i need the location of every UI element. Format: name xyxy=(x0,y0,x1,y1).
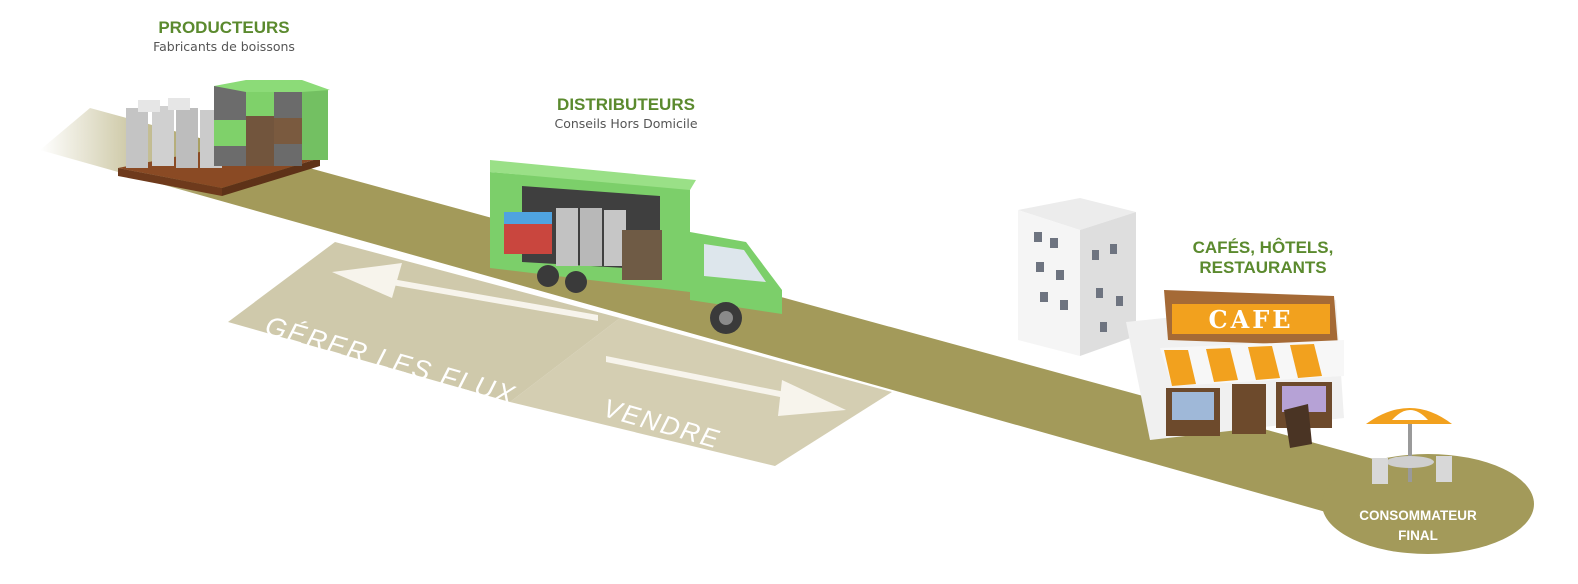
distributors-subtitle: Conseils Hors Domicile xyxy=(554,116,698,131)
manage-arrow xyxy=(332,263,598,321)
producers-subtitle: Fabricants de boissons xyxy=(153,39,295,54)
sell-arrow xyxy=(606,356,846,416)
distributors-title: DISTRIBUTEURS xyxy=(557,95,695,114)
producers-title: PRODUCTEURS xyxy=(158,18,290,37)
building-icon xyxy=(1018,198,1136,356)
sell-flow-panel xyxy=(510,318,892,466)
consumer-label-line2: FINAL xyxy=(1398,528,1438,543)
cafe-icon xyxy=(1126,290,1344,448)
chr-title-line2: RESTAURANTS xyxy=(1199,258,1327,277)
cafe-sign-text: CAFE xyxy=(1208,305,1294,334)
consumer-label-line1: CONSOMMATEUR xyxy=(1359,508,1477,523)
producers-pallet-icon xyxy=(118,80,330,196)
supply-road xyxy=(40,108,1450,516)
chr-title-line1: CAFÉS, HÔTELS, xyxy=(1192,238,1334,257)
manage-flow-panel xyxy=(228,242,620,402)
terrace-umbrella-icon xyxy=(1366,408,1452,484)
delivery-truck-icon xyxy=(490,160,782,334)
